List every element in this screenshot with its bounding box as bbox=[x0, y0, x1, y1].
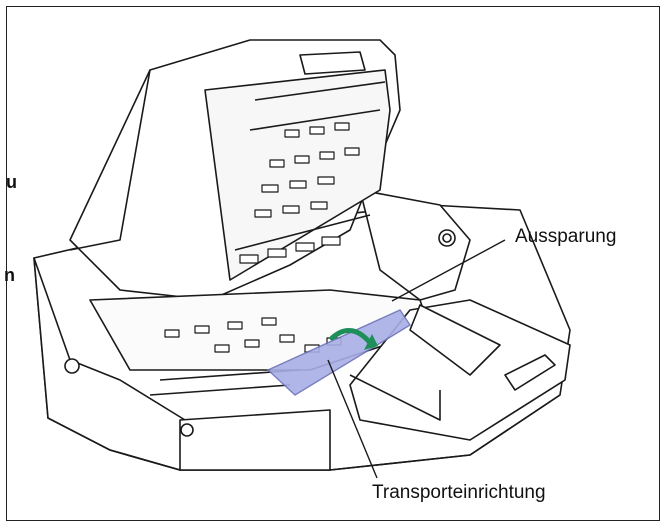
front-knob bbox=[180, 423, 194, 437]
label-transport: Transporteinrichtung bbox=[372, 482, 546, 503]
clipped-text-2: n bbox=[4, 265, 15, 285]
leader-line-transport bbox=[327, 359, 378, 479]
leader-line-recess bbox=[391, 239, 506, 302]
label-recess: Aussparung bbox=[515, 226, 617, 247]
clipped-text-1: u bbox=[6, 172, 17, 192]
paper-tray bbox=[349, 299, 571, 441]
right-housing bbox=[359, 189, 471, 301]
diagram-frame bbox=[6, 6, 660, 521]
